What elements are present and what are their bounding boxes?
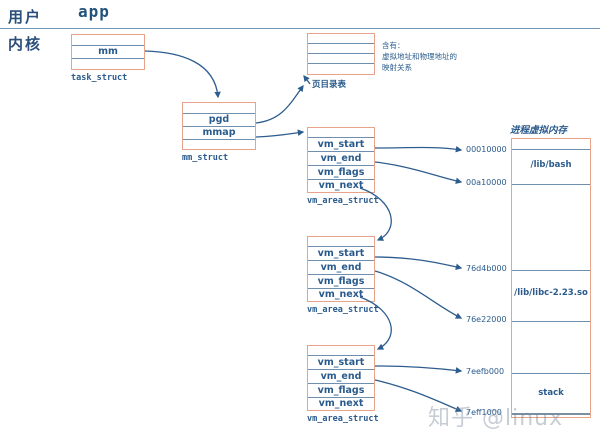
address-label-4: 76e22000 [466,315,507,324]
zone-label-kernel: 内核 [8,35,43,53]
arrow-vma1-start-to-addr1 [374,145,463,153]
task-struct-row-2 [72,59,144,69]
virtual-memory-box: /lib/bash /lib/libc-2.23.so stack [511,138,591,418]
address-label-6: 7eff1000 [466,408,502,417]
mm-struct-box: pgd mmap [182,102,256,150]
mm-struct-row-pgd: pgd [183,114,255,127]
vm-area-struct-box-1: vm_start vm_end vm_flags vm_next [307,127,375,193]
arrow-vma1-end-to-addr2 [374,161,463,184]
vm-area-struct-caption-2: vm_area_struct [307,305,379,315]
vm-boundary-76d4b000 [512,270,590,271]
vma2-row-vm-start: vm_start [308,247,374,261]
vma2-row-vm-flags: vm_flags [308,275,374,289]
vma2-row-vm-end: vm_end [308,261,374,275]
page-dir-row-3 [308,64,374,74]
vma2-row-vm-next: vm_next [318,289,364,301]
vma3-row-vm-flags: vm_flags [308,384,374,398]
watermark: 知乎 @linux [428,406,564,431]
mm-struct-row-3 [183,140,255,149]
arrow-mmap-to-vma1 [255,129,305,138]
page-dir-row-2 [308,54,374,64]
vm-area-struct-caption-1: vm_area_struct [307,196,379,206]
arrow-pgd-to-pagedir [255,84,304,124]
vma1-row-0 [308,128,374,138]
address-label-1: 00010000 [466,145,507,154]
vma1-row-vm-start: vm_start [308,138,374,152]
vm-area-struct-box-2: vm_start vm_end vm_flags vm_next [307,236,375,302]
virtual-memory-title: 进程虚拟内存 [510,125,568,136]
address-label-3: 76d4b000 [466,264,507,273]
vma3-row-vm-next: vm_next [318,398,364,410]
page-directory-box [307,33,375,75]
vm-boundary-7eff1000 [512,413,590,415]
vm-segment-libc: /lib/libc-2.23.so [514,288,588,298]
vm-boundary-00010000 [512,149,590,150]
vm-boundary-76e22000 [512,321,590,322]
arrow-pagedir-caption-tick [303,74,311,85]
vm-boundary-7eefb000 [512,373,590,374]
task-struct-box: mm [71,34,145,70]
vm-segment-bash: /lib/bash [530,160,572,170]
task-struct-row-0 [72,35,144,46]
arrow-vma2-start-to-addr3 [374,256,463,270]
vm-segment-stack: stack [538,388,564,398]
vma3-row-vm-end: vm_end [308,370,374,384]
arrow-vma3-start-to-addr5 [374,365,463,374]
mm-struct-caption: mm_struct [182,153,229,163]
address-label-5: 7eefb000 [466,367,505,376]
vma1-row-vm-next: vm_next [318,180,364,192]
page-dir-row-0 [308,34,374,44]
vm-boundary-00a10000 [512,184,590,185]
vma3-row-vm-start: vm_start [308,356,374,370]
mm-struct-row-0 [183,103,255,114]
user-kernel-divider [0,28,600,29]
vm-area-struct-box-3: vm_start vm_end vm_flags vm_next [307,345,375,411]
vma1-row-vm-flags: vm_flags [308,166,374,180]
app-title: app [78,2,110,21]
vm-area-struct-caption-3: vm_area_struct [307,414,379,424]
task-struct-row-mm: mm [72,46,144,59]
mm-struct-row-mmap: mmap [183,127,255,140]
task-struct-caption: task_struct [71,73,128,83]
zone-label-user: 用户 [8,8,43,26]
page-directory-caption: 页目录表 [312,80,347,90]
vma1-row-vm-end: vm_end [308,152,374,166]
vma3-row-0 [308,346,374,356]
page-directory-note: 含有： 虚拟地址和物理地址的 映射关系 [382,41,457,72]
address-label-2: 00a10000 [466,178,507,187]
vma2-row-0 [308,237,374,247]
page-dir-row-1 [308,44,374,54]
arrow-mm-to-mmstruct [144,50,221,99]
arrow-vma2-end-to-addr4 [374,270,463,319]
